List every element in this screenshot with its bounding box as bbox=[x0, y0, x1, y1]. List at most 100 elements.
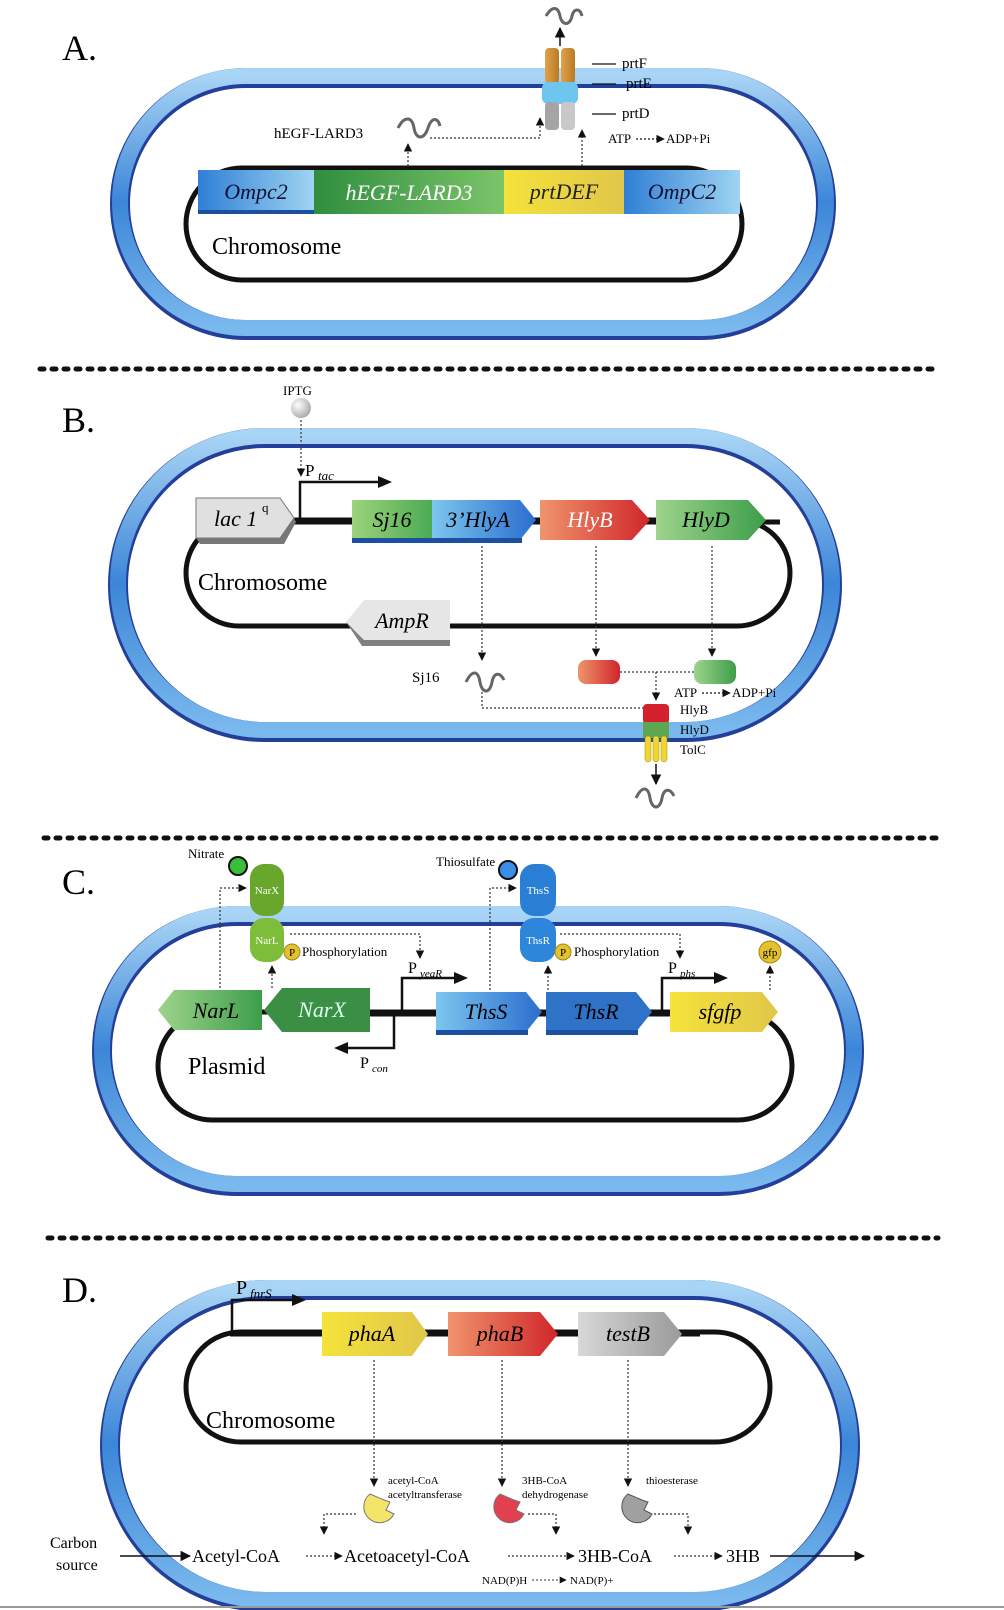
panel-a-letter: A. bbox=[62, 28, 97, 68]
adp-label-b: ADP+Pi bbox=[732, 685, 777, 700]
label-hlyb-transporter: HlyB bbox=[680, 702, 709, 717]
atp-label-a: ATP bbox=[608, 131, 631, 146]
chromosome-label-a: Chromosome bbox=[212, 234, 341, 260]
gene-label-ompc2-left: Ompc2 bbox=[224, 179, 288, 204]
promoter-fnrS: P fnrS bbox=[230, 1277, 306, 1334]
carbon-source-line1: Carbon bbox=[50, 1535, 97, 1552]
secreted-sj16 bbox=[634, 787, 676, 809]
gene-ompc2-right bbox=[624, 170, 740, 214]
promoter-yeaR: P yeaR bbox=[400, 960, 468, 1012]
gfp-molecule bbox=[758, 940, 782, 964]
pfnrs-sub: fnrS bbox=[250, 1286, 272, 1301]
narl-receptor-label: NarL bbox=[255, 935, 278, 947]
label-prtf: prtF bbox=[622, 56, 647, 72]
cell-membrane-a bbox=[110, 68, 836, 340]
gene-hlyd: HlyD bbox=[656, 500, 766, 540]
gene-narl: NarL bbox=[158, 990, 262, 1030]
cell-membrane-b bbox=[108, 428, 842, 742]
gene-label-3hlya: 3’HlyA bbox=[445, 507, 510, 532]
thss-thsr-receptor: ThsS ThsR bbox=[520, 864, 556, 962]
metabolite-3hb: 3HB bbox=[726, 1546, 760, 1566]
pyear-sub: yeaR bbox=[419, 968, 442, 980]
cell-membrane-c bbox=[92, 906, 864, 1196]
secreted-protein-a bbox=[544, 7, 584, 25]
gene-label-testb: testB bbox=[606, 1321, 650, 1346]
hly-transporter bbox=[643, 704, 669, 763]
phosphorylation-label-2: Phosphorylation bbox=[574, 944, 660, 959]
gene-cassette-a: Ompc2 hEGF-LARD3 prtDEF OmpC2 bbox=[198, 170, 740, 214]
hlyd-protein bbox=[694, 660, 736, 684]
thsr-receptor-label: ThsR bbox=[526, 935, 551, 947]
nadp-label: NAD(P)+ bbox=[570, 1575, 613, 1587]
label-tolc: TolC bbox=[680, 742, 706, 757]
protein-squiggle-a bbox=[396, 117, 442, 139]
gene-label-ampr: AmpR bbox=[373, 608, 429, 633]
adp-label-a: ADP+Pi bbox=[666, 131, 711, 146]
pcon-main: P bbox=[360, 1055, 369, 1072]
gene-label-prtdef: prtDEF bbox=[528, 179, 599, 204]
label-prte: prtE bbox=[626, 76, 652, 92]
metabolite-acetoacetyl-coa: Acetoacetyl-CoA bbox=[344, 1546, 470, 1566]
enzyme1-line2: acetyltransferase bbox=[388, 1489, 462, 1501]
phospho-badge-1 bbox=[283, 943, 301, 961]
phospho-p-1: P bbox=[289, 947, 295, 959]
gene-label-hlyd: HlyD bbox=[681, 507, 730, 532]
ptac-main: P bbox=[305, 461, 314, 480]
pfnrs-main: P bbox=[236, 1277, 247, 1299]
gene-label-hegf-lard3: hEGF-LARD3 bbox=[345, 180, 472, 205]
hlyb-protein bbox=[578, 660, 620, 684]
gene-thsr: ThsR bbox=[546, 992, 652, 1035]
phospho-badge-2 bbox=[554, 943, 572, 961]
gene-label-sfgfp: sfgfp bbox=[699, 999, 742, 1024]
nitrate-label: Nitrate bbox=[188, 846, 224, 861]
gfp-label: gfp bbox=[763, 947, 778, 959]
gene-label-ompc2-right: OmpC2 bbox=[648, 179, 716, 204]
gene-phaa: phaA bbox=[322, 1312, 428, 1356]
gene-label-thss: ThsS bbox=[465, 999, 508, 1024]
gene-ampr: AmpR bbox=[346, 600, 450, 646]
panel-c-letter: C. bbox=[62, 862, 95, 902]
lac-superscript: q bbox=[262, 500, 269, 515]
narx-narl-receptor: NarX NarL bbox=[250, 864, 284, 962]
panel-a: A. Ompc2 hEGF-LARD3 prtDEF OmpC2 Chromos… bbox=[62, 7, 836, 340]
atp-label-b: ATP bbox=[674, 685, 697, 700]
promoter-con: P con bbox=[334, 1016, 396, 1075]
sj16-label: Sj16 bbox=[412, 670, 440, 686]
gene-sj16-hlya: Sj16 3’HlyA bbox=[352, 500, 536, 543]
gene-lacIq: lac 1 q bbox=[195, 497, 296, 544]
gene-prtdef bbox=[504, 170, 624, 214]
pphs-main: P bbox=[668, 960, 677, 977]
gene-phab: phaB bbox=[448, 1312, 558, 1356]
enzyme2-line2: dehydrogenase bbox=[522, 1489, 588, 1501]
panel-d-letter: D. bbox=[62, 1270, 97, 1310]
iptg-label: IPTG bbox=[283, 383, 312, 398]
thioesterase-enzyme-icon bbox=[621, 1493, 653, 1524]
narx-receptor-label: NarX bbox=[255, 885, 279, 897]
pphs-sub: phs bbox=[679, 968, 695, 980]
nitrate-molecule bbox=[228, 856, 248, 876]
plasmid-label: Plasmid bbox=[188, 1054, 265, 1080]
gene-ompc2-left bbox=[198, 170, 314, 214]
panel-c: C. Nitrate Thiosulfate NarX NarL P Phosp… bbox=[62, 846, 864, 1196]
lac-label: lac 1 bbox=[214, 506, 257, 531]
promoter-phs: P phs bbox=[660, 960, 728, 1012]
enzyme2-line1: 3HB-CoA bbox=[522, 1475, 567, 1487]
dehydrogenase-enzyme-icon bbox=[493, 1493, 525, 1524]
gene-label-hlyb: HlyB bbox=[566, 507, 612, 532]
gene-hegf-lard3 bbox=[314, 170, 504, 214]
enzyme1-line1: acetyl-CoA bbox=[388, 1475, 439, 1487]
prtdef-transporter bbox=[542, 48, 578, 130]
ptac-sub: tac bbox=[318, 468, 334, 483]
gene-thss: ThsS bbox=[436, 992, 542, 1035]
chromosome-label-b: Chromosome bbox=[198, 570, 327, 596]
label-hlyd-transporter: HlyD bbox=[680, 722, 709, 737]
gene-narx: NarX bbox=[264, 988, 370, 1032]
phospho-p-2: P bbox=[560, 947, 566, 959]
gene-sfgfp: sfgfp bbox=[670, 992, 778, 1032]
thss-receptor-label: ThsS bbox=[527, 885, 550, 897]
gene-label-thsr: ThsR bbox=[573, 999, 619, 1024]
cell-membrane-d bbox=[100, 1280, 860, 1610]
label-prtd: prtD bbox=[622, 106, 650, 122]
metabolite-3hb-coa: 3HB-CoA bbox=[578, 1546, 652, 1566]
gene-label-narl: NarL bbox=[192, 998, 239, 1023]
